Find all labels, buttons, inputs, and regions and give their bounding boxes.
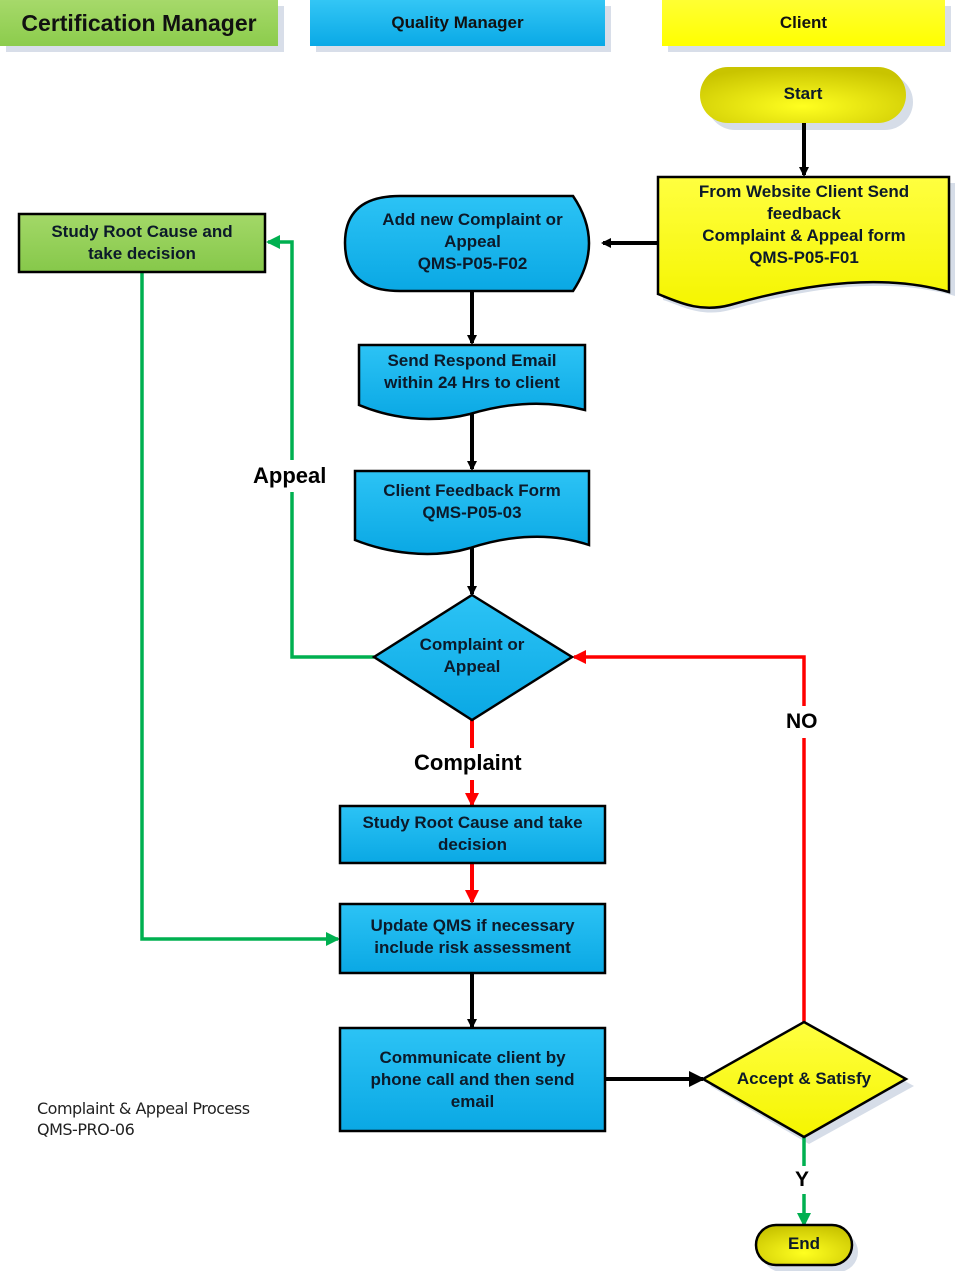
- lane-header-client: Client: [662, 0, 945, 46]
- study-root-cause-cert-label: Study Root Cause and take decision: [51, 222, 233, 263]
- start-label: Start: [783, 84, 823, 103]
- study-root-cause-qm-label: Study Root Cause and take decision: [362, 813, 583, 854]
- add-new-label: Add new Complaint or Appeal QMS-P05-F02: [382, 210, 563, 273]
- edge-appeal: [266, 235, 374, 659]
- end-label: End: [787, 1234, 821, 1253]
- end-terminator[interactable]: [754, 1223, 854, 1267]
- edge-label-yes: Y: [795, 1168, 810, 1191]
- accept-satisfy-label: Accept & Satisfy: [736, 1069, 872, 1088]
- edge-studycert-to-update: [140, 272, 340, 946]
- complaint-or-appeal-decision[interactable]: [371, 593, 575, 722]
- edge-label-no: NO: [786, 710, 818, 733]
- start-terminator[interactable]: [700, 67, 906, 123]
- client-feedback-label: From Website Client Send feedback Compla…: [698, 182, 910, 267]
- edge-label-appeal: Appeal: [253, 463, 327, 488]
- communicate-client-process[interactable]: [338, 1026, 607, 1133]
- process-footer-note: Complaint & Appeal Process QMS-PRO-06: [37, 1099, 250, 1139]
- feedback-form-document[interactable]: [353, 469, 591, 556]
- add-new-display-shape[interactable]: [343, 194, 591, 293]
- study-root-cause-qm-process[interactable]: [338, 804, 607, 865]
- edge-label-complaint: Complaint: [414, 750, 522, 775]
- complaint-or-appeal-label: Complaint or Appeal: [419, 635, 525, 676]
- send-email-label: Send Respond Email within 24 Hrs to clie…: [384, 351, 560, 392]
- update-qms-label: Update QMS if necessary include risk ass…: [370, 916, 575, 957]
- study-root-cause-cert-process[interactable]: [17, 212, 267, 274]
- accept-satisfy-decision[interactable]: [700, 1020, 909, 1139]
- communicate-client-label: Communicate client by phone call and the…: [370, 1048, 575, 1111]
- lane-header-quality-manager: Quality Manager: [310, 0, 605, 46]
- feedback-form-label: Client Feedback Form QMS-P05-03: [383, 481, 561, 522]
- edge-no: [572, 650, 806, 1022]
- send-email-document[interactable]: [357, 343, 587, 421]
- update-qms-process[interactable]: [338, 902, 607, 975]
- lane-header-certification-manager: Certification Manager: [0, 0, 278, 46]
- client-feedback-document[interactable]: [656, 175, 951, 310]
